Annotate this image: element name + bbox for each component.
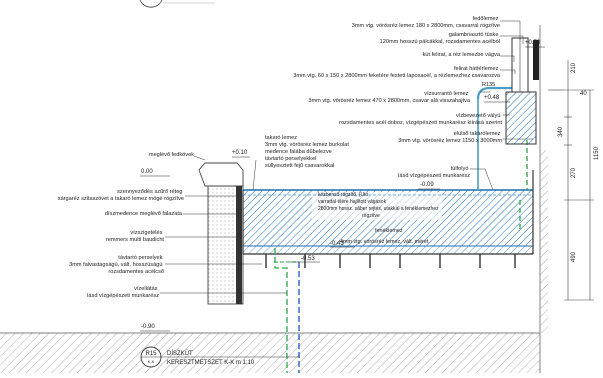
title-stub-top [139, 0, 215, 8]
dim-270: 270 [571, 167, 577, 178]
label-vizbevezeto: vízbevezető vályú rozsdamentes acél dobo… [339, 113, 502, 126]
leader-lines-right [470, 20, 533, 191]
level-markers [140, 46, 545, 332]
right-wall-hatch [540, 150, 548, 333]
basin-bottom-hatch [243, 246, 533, 254]
level-plus048: +0.48 [484, 95, 500, 101]
label-fedkovek: meglévő fedkövek [149, 152, 194, 158]
label-vizsurranto: vízsurrantó lemez 3mm vtg. vörösréz leme… [308, 91, 471, 104]
label-tavtarto: távtartó perselyek 3mm falvastagságú, vá… [69, 255, 164, 275]
dim-210: 210 [571, 62, 577, 73]
level-minus053: -0.53 [301, 256, 315, 262]
title-main: DÍSZKÚT [167, 350, 193, 357]
trough [505, 91, 537, 145]
dimension-chain [548, 60, 594, 301]
dim-40: 40 [580, 91, 587, 97]
inner-note-box [312, 192, 442, 220]
level-top: +0.73 [525, 40, 541, 46]
title-code: R15 [145, 351, 157, 357]
back-assembly [476, 37, 539, 190]
level-minus043: -0.43 [330, 241, 344, 247]
label-eloldali: elülső takarólemez 3mm vtg. vörösréz lem… [398, 131, 502, 144]
label-vizellatas: vízellátás lásd vízgépészeti munkarész [87, 286, 159, 299]
title-subtitle: KERESZTMETSZET K-K m 1:10 [167, 360, 255, 366]
dim-340: 340 [558, 126, 564, 137]
title-subcode: K-K [148, 359, 155, 364]
ground-hatch [0, 333, 540, 373]
label-kutfelirat: kút felirat, a réz lemezbe vágva [423, 52, 501, 58]
label-tulfolyo: túlfolyó lásd vízgépészeti munkarész [398, 166, 470, 179]
label-diszmedence: díszmedence meglévő falazata [105, 211, 183, 217]
dim-1150: 1150 [594, 146, 600, 160]
leader-lines-left [160, 155, 287, 294]
spacer-feet [265, 254, 516, 268]
existing-wall [198, 162, 244, 305]
title-block [140, 346, 300, 368]
label-inner: közbenső rögzítő, (Utó varrattal élére h… [318, 192, 440, 219]
level-minus009: -0.09 [420, 182, 434, 188]
label-feliratleme: felirat háttérlemez 3mm vtg. 60 x 150 x … [293, 66, 501, 79]
level-zero: 0.00 [141, 169, 153, 175]
label-fenek: fenéklemez 4mm vtg. vörösréz lemez, vált… [340, 228, 429, 245]
label-galambriaszto: galambriasztó tüske 120mm hosszú pálcákk… [380, 32, 500, 45]
label-vizszigeteles: vízszigetelés remmers multi baudicht [106, 230, 165, 243]
water-pipes [274, 140, 528, 373]
dim-490: 490 [571, 251, 577, 262]
dim-r135: R135 [482, 82, 495, 88]
label-fedolemez: fedőlemez 3mm vtg. vörösréz lemez 180 x … [352, 16, 500, 29]
label-szennyezodes: szennyeződés szűrő réteg sárgaréz szitas… [58, 189, 184, 202]
level-minus090: -0.90 [141, 324, 155, 330]
label-takaro: takaró lemez 3mm vtg. vörösréz lemez bur… [265, 135, 351, 169]
level-plus010: +0.10 [232, 150, 248, 156]
basin [242, 170, 534, 255]
